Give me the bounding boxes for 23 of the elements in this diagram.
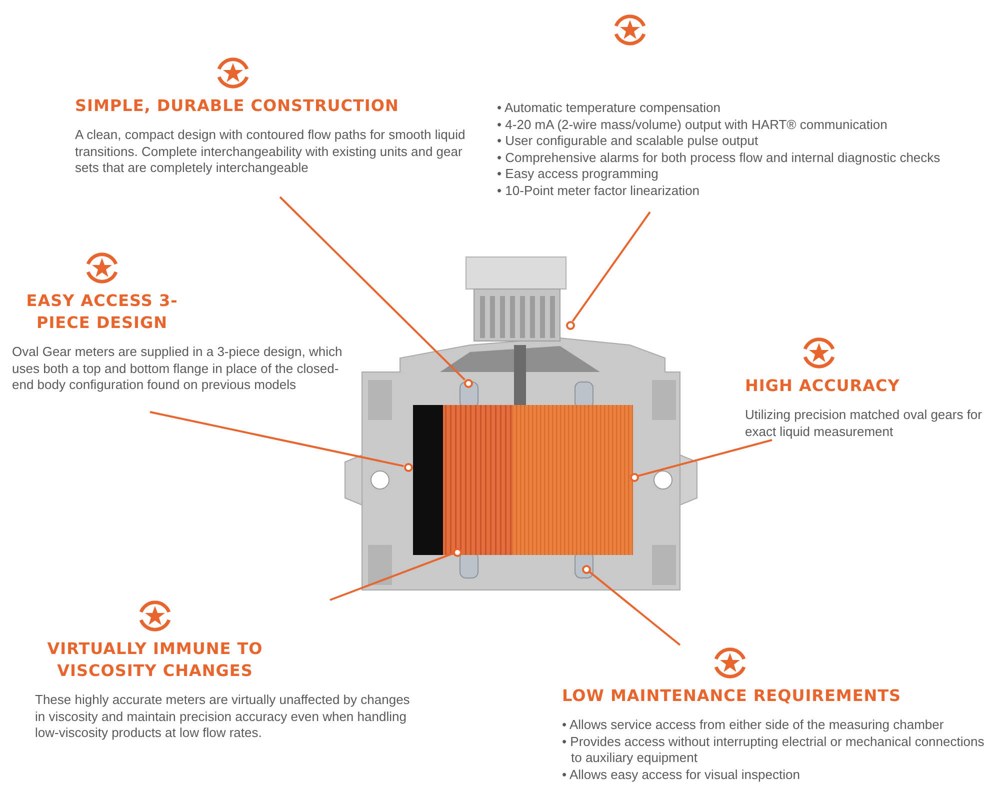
- feature-heading: EASY ACCESS 3-PIECE DESIGN: [25, 290, 179, 334]
- feature-description: Utilizing precision matched oval gears for exact liquid measurement: [745, 407, 983, 440]
- feature-bullet: • Comprehensive alarms for both process flow and internal diagnostic checks: [497, 150, 942, 166]
- feature-heading: SIMPLE, DURABLE CONSTRUCTION: [75, 95, 400, 117]
- feature-bullet: • Provides access without interrupting electrial or mechanical connections to auxiliary equipment: [562, 734, 986, 766]
- feature-bullet: • 10-Point meter factor linearization: [497, 182, 701, 199]
- feature-description: Oval Gear meters are supplied in a 3-piece design, which uses both a top and bottom flange in place of the closed-end body configuration found on previous models: [12, 344, 344, 394]
- leader-line: [150, 411, 404, 468]
- feature-bullet: • 4-20 mA (2-wire mass/volume) output with HART® communication: [497, 116, 888, 133]
- feature-heading: HIGH ACCURACY: [745, 375, 901, 397]
- feature-description: A clean, compact design with contoured flow paths for smooth liquid transitions. Complete interchangeability with existing units and gear sets that are completely interchangeable: [75, 127, 466, 176]
- leader-line: [572, 211, 651, 322]
- leader-line: [638, 439, 772, 477]
- feature-bullet: • User configurable and scalable pulse output: [497, 133, 760, 150]
- leader-line: [330, 552, 454, 601]
- feature-bullet: • Automatic temperature compensation: [497, 100, 722, 116]
- feature-bullet: • Allows service access from either side of the measuring chamber: [562, 717, 945, 734]
- feature-bullet: • Allows easy access for visual inspection: [562, 766, 801, 783]
- feature-heading: LOW MAINTENANCE REQUIREMENTS: [562, 685, 902, 707]
- callout-point-marker: [566, 320, 574, 330]
- feature-description: These highly accurate meters are virtually unaffected by changes in viscosity and maintain precision accuracy even when handling low-viscosity products at low flow rates.: [35, 692, 411, 742]
- feature-heading: VIRTUALLY IMMUNE TO VISCOSITY CHANGES: [46, 638, 264, 682]
- feature-bullet: • Easy access programming: [497, 166, 660, 182]
